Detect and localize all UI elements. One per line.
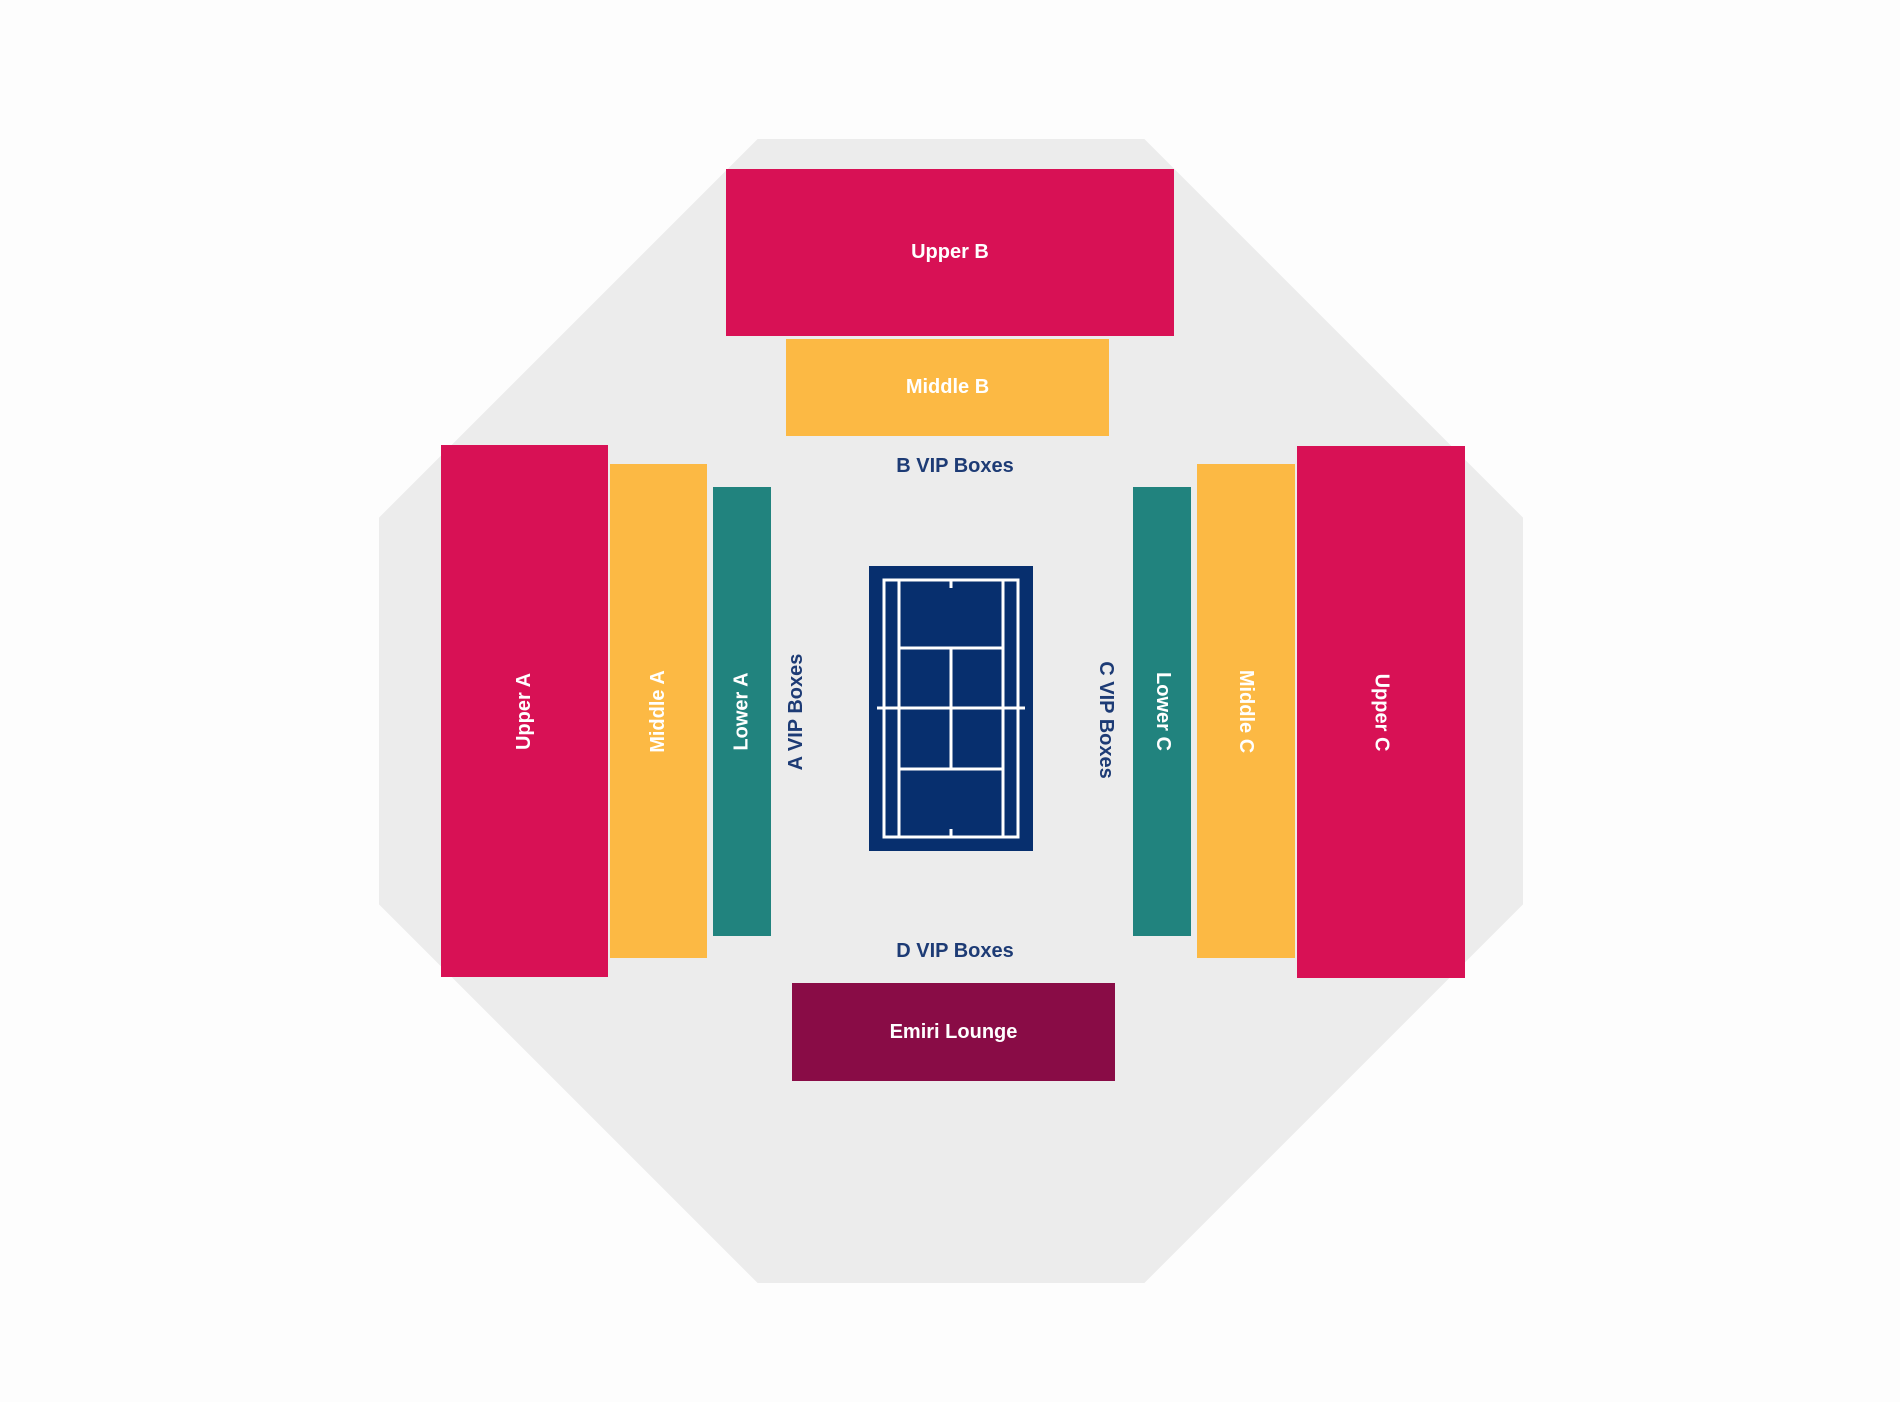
section-middle-a-label: Middle A [647, 669, 669, 753]
section-emiri-lounge[interactable]: Emiri Lounge [792, 983, 1115, 1081]
section-middle-b-label: Middle B [905, 376, 990, 398]
section-upper-b[interactable]: Upper B [726, 169, 1174, 336]
section-upper-c-label: Upper C [1370, 673, 1393, 751]
section-middle-c-label: Middle C [1235, 669, 1258, 753]
section-middle-a[interactable]: Middle A [610, 464, 707, 958]
vip-boxes-c[interactable]: C VIP Boxes [1095, 661, 1118, 779]
section-emiri-lounge-label: Emiri Lounge [889, 1020, 1018, 1043]
section-upper-a-label: Upper A [512, 672, 535, 750]
vip-boxes-d[interactable]: D VIP Boxes [896, 939, 1014, 962]
section-lower-a-label: Lower A [730, 672, 753, 751]
section-middle-b[interactable]: Middle B [786, 339, 1109, 436]
section-upper-b-label: Upper B [911, 241, 989, 263]
section-lower-c-label: Lower C [1151, 672, 1174, 751]
tennis-court-icon [869, 566, 1033, 851]
section-lower-a[interactable]: Lower A [713, 487, 771, 936]
section-lower-c[interactable]: Lower C [1133, 487, 1191, 936]
vip-boxes-b[interactable]: B VIP Boxes [896, 454, 1014, 477]
section-upper-c[interactable]: Upper C [1297, 446, 1465, 978]
vip-boxes-a[interactable]: A VIP Boxes [784, 653, 807, 771]
section-middle-c[interactable]: Middle C [1197, 464, 1295, 958]
section-upper-a[interactable]: Upper A [441, 445, 608, 977]
